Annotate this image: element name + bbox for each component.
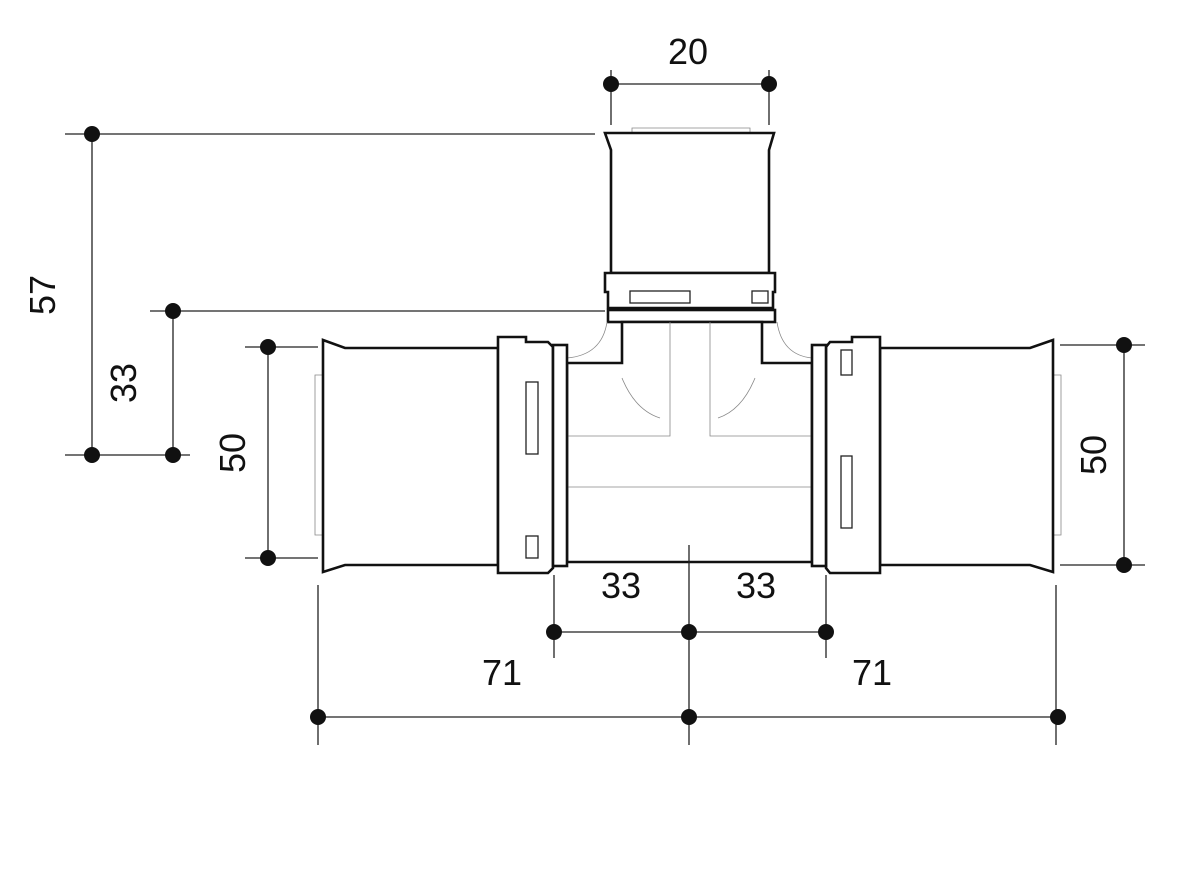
dim-branch-center-height: 33: [103, 363, 144, 403]
dimension-lines: [65, 70, 1145, 745]
dim-branch-diameter: 20: [668, 31, 708, 72]
dim-overall-height: 57: [22, 275, 63, 315]
left-socket: [314, 335, 569, 575]
dim-left-diameter: 50: [212, 433, 253, 473]
tee-fitting: [314, 127, 1062, 575]
tee-body: [565, 320, 814, 564]
dim-right-body-half: 33: [736, 565, 776, 606]
dim-left-body-half: 33: [601, 565, 641, 606]
dim-right-length: 71: [852, 652, 892, 693]
dim-left-length: 71: [482, 652, 522, 693]
dim-right-diameter: 50: [1073, 435, 1114, 475]
top-branch: [603, 127, 777, 324]
right-socket: [810, 335, 1062, 575]
